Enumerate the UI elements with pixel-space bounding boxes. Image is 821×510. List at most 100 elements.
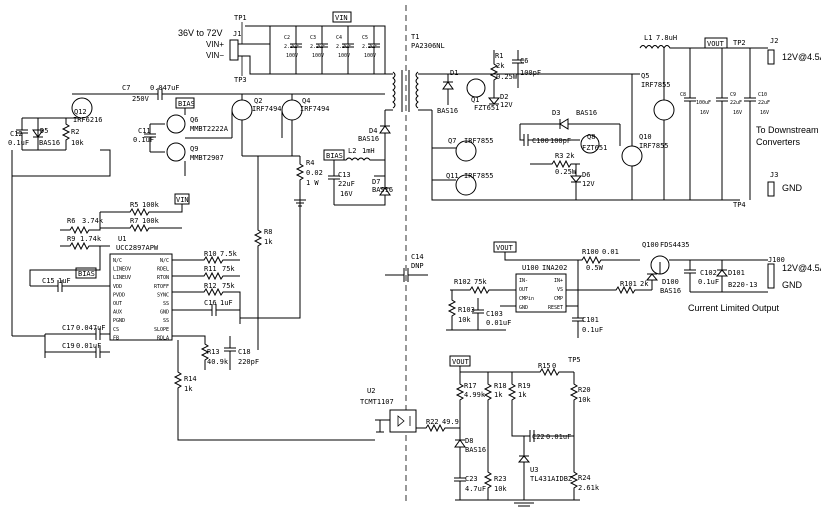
u1-part: UCC2897APW: [116, 244, 159, 252]
c5-ref: C5: [362, 35, 368, 41]
u100-ref: U100: [522, 264, 539, 272]
r4-val: 0.02: [306, 169, 323, 177]
u100-right-pin-2: CMP: [554, 296, 563, 302]
t1-part: PA2306NL: [411, 42, 445, 50]
u100-chip: [515, 273, 567, 313]
c19-ref: C19: [62, 342, 75, 350]
c6-val: 100pF: [520, 69, 541, 77]
r2-ref: R2: [71, 128, 79, 136]
c7-val: 0.047uF: [150, 84, 180, 92]
j1-connector: [229, 39, 239, 61]
d8-ref: D8: [465, 437, 473, 445]
downstream-label-1: To Downstream: [756, 125, 819, 135]
r10-val: 7.5k: [220, 250, 238, 258]
q6-part: MMBT2222A: [190, 125, 229, 133]
c22-val: 0.01uF: [546, 433, 571, 441]
u1-right-pin-1: RDEL: [157, 267, 169, 273]
d3-part: BAS16: [576, 109, 597, 117]
j3-connector: [767, 181, 775, 197]
u1-left-pin-0: N/C: [113, 258, 122, 264]
q7-symbol: [455, 140, 477, 162]
c3-val: 2.2uF: [310, 44, 325, 50]
u1-left-pin-8: CS: [113, 327, 119, 333]
q9-part: MMBT2907: [190, 154, 224, 162]
c5-val: 2.2uF: [362, 44, 377, 50]
vout-net-label: VOUT: [707, 40, 725, 48]
input-range-label: 36V to 72V: [178, 28, 223, 38]
r18-val: 1k: [494, 391, 503, 399]
input-capacitors: [290, 26, 380, 74]
u100-right-pin-0: IN+: [554, 278, 563, 284]
d5-part: BAS16: [39, 139, 60, 147]
u1-ref: U1: [118, 235, 126, 243]
c8-volt: 16V: [700, 110, 709, 116]
tp1-label: TP1: [234, 14, 247, 22]
u2-ref: U2: [367, 387, 375, 395]
c16-val: 1uF: [220, 299, 233, 307]
r20-val: 10k: [578, 396, 591, 404]
c8-ref: C8: [680, 92, 686, 98]
u1-left-pin-9: FB: [113, 335, 119, 341]
d6-ref: D6: [582, 171, 590, 179]
secondary-rails: [431, 73, 740, 201]
r12-val: 75k: [222, 282, 235, 290]
l2-ref: L2: [348, 147, 356, 155]
u100-right-pin-1: VS: [557, 287, 563, 293]
r2-val: 10k: [71, 139, 84, 147]
c16-ref: C16: [204, 299, 217, 307]
q9-ref: Q9: [190, 145, 198, 153]
q2-symbol: [231, 99, 253, 121]
vout-net-label-box: [704, 37, 728, 49]
c11-val: 0.1uF: [133, 136, 154, 144]
u1-right-pin-6: GND: [160, 310, 169, 316]
u2-optocoupler: [389, 409, 417, 433]
c13-val: 22uF: [338, 180, 355, 188]
c2-val: 2.2uF: [284, 44, 299, 50]
u3-ref: U3: [530, 466, 538, 474]
j100-rating: 12V@4.5A: [782, 263, 821, 273]
d100-part: BAS16: [660, 287, 681, 295]
r8-ref: R8: [264, 228, 272, 236]
r102-val: 75k: [474, 278, 487, 286]
c18-val: 220pF: [238, 358, 259, 366]
r24-ref: R24: [578, 474, 591, 482]
d101-ref: D101: [728, 269, 745, 277]
q1-part: FZT651: [474, 104, 499, 112]
r18-ref: R18: [494, 382, 507, 390]
r11-ref: R11: [204, 265, 217, 273]
r103-val: 10k: [458, 316, 471, 324]
c12-ref: C12: [10, 130, 23, 138]
c102-val: 0.1uF: [698, 278, 719, 286]
c103-val: 0.01uF: [486, 319, 511, 327]
r5-val: 100k: [142, 201, 160, 209]
j100-gnd: GND: [782, 280, 803, 290]
u1-right-pin-5: SS: [163, 301, 169, 307]
u1-right-pin-9: RDLA: [157, 335, 169, 341]
r14-ref: R14: [184, 375, 197, 383]
q8-symbol: [580, 134, 600, 154]
c102-ref: C102: [700, 269, 717, 277]
c10-val: 22uF: [758, 100, 770, 106]
r6-ref: R6: [67, 217, 75, 225]
d1-part: BAS16: [437, 107, 458, 115]
r100-ref: R100: [582, 248, 599, 256]
q12-ref: Q12: [74, 108, 87, 116]
j2-label: J2: [770, 37, 778, 45]
q10-ref: Q10: [639, 133, 652, 141]
q5-ref: Q5: [641, 72, 649, 80]
c103-ref: C103: [486, 310, 503, 318]
c2-volt: 100V: [286, 53, 298, 59]
q9-symbol: [166, 142, 186, 162]
j100-label: J100: [768, 256, 785, 264]
r14-val: 1k: [184, 385, 193, 393]
r3-pow: 0.25W: [555, 168, 577, 176]
q6-symbol: [166, 114, 186, 134]
vout-net-label-3: VOUT: [452, 358, 470, 366]
c10-ref: C10: [758, 92, 767, 98]
d2-part: 12V: [500, 101, 513, 109]
q11-part: IRF7855: [464, 172, 494, 180]
u1-chip: [109, 253, 173, 341]
r1-ref: R1: [495, 52, 503, 60]
vin-net-label-box: [332, 11, 352, 23]
